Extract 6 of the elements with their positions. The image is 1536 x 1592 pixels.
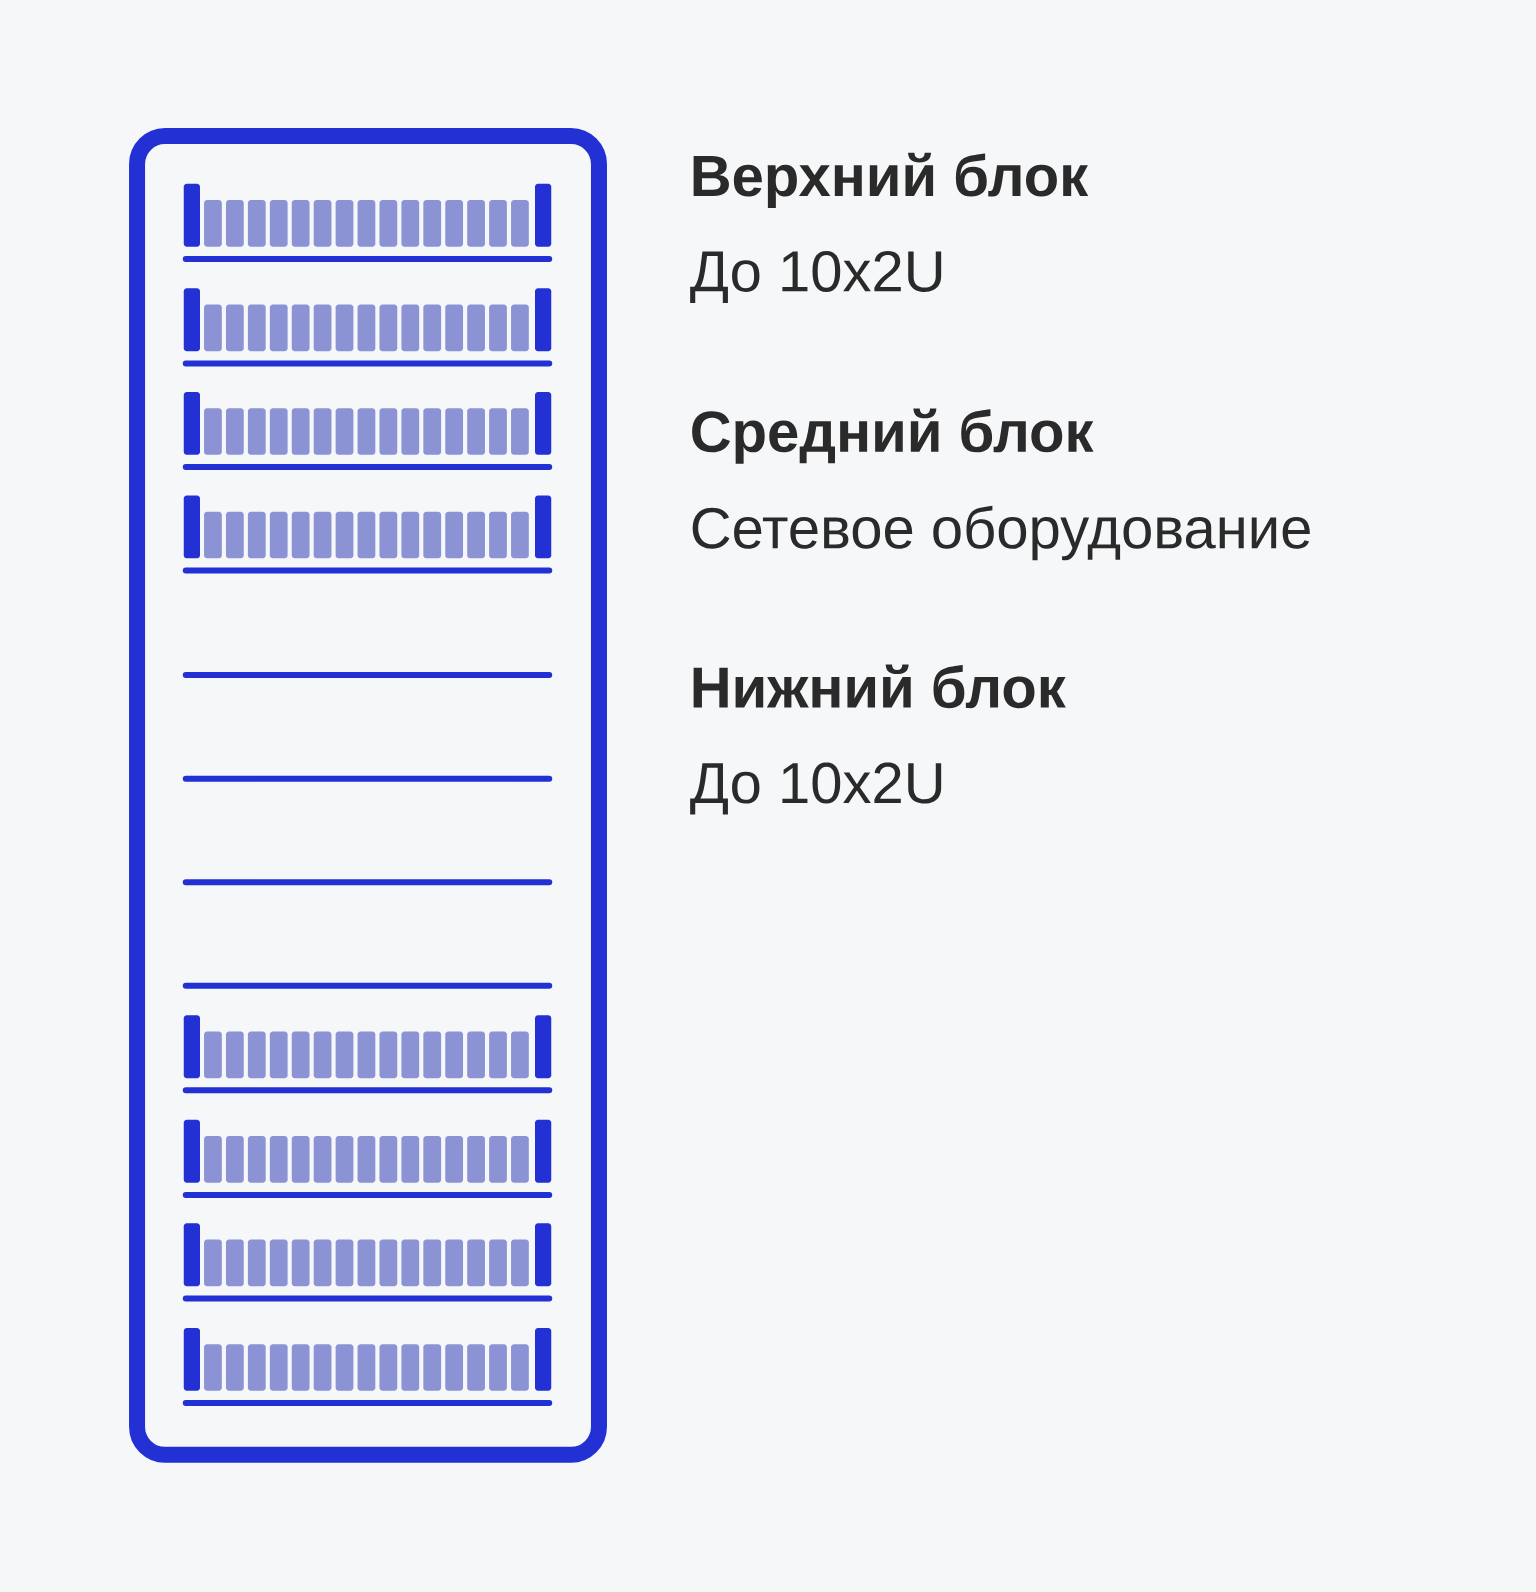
block-heading: Верхний блок bbox=[693, 152, 1089, 208]
block-description: До 10x2U bbox=[690, 762, 942, 815]
block-heading: Нижний блок bbox=[693, 664, 1066, 709]
block-description: До 10x2U bbox=[690, 250, 942, 303]
block-heading: Средний блок bbox=[692, 408, 1094, 464]
block-description: Сетевое оборудование bbox=[692, 505, 1310, 561]
